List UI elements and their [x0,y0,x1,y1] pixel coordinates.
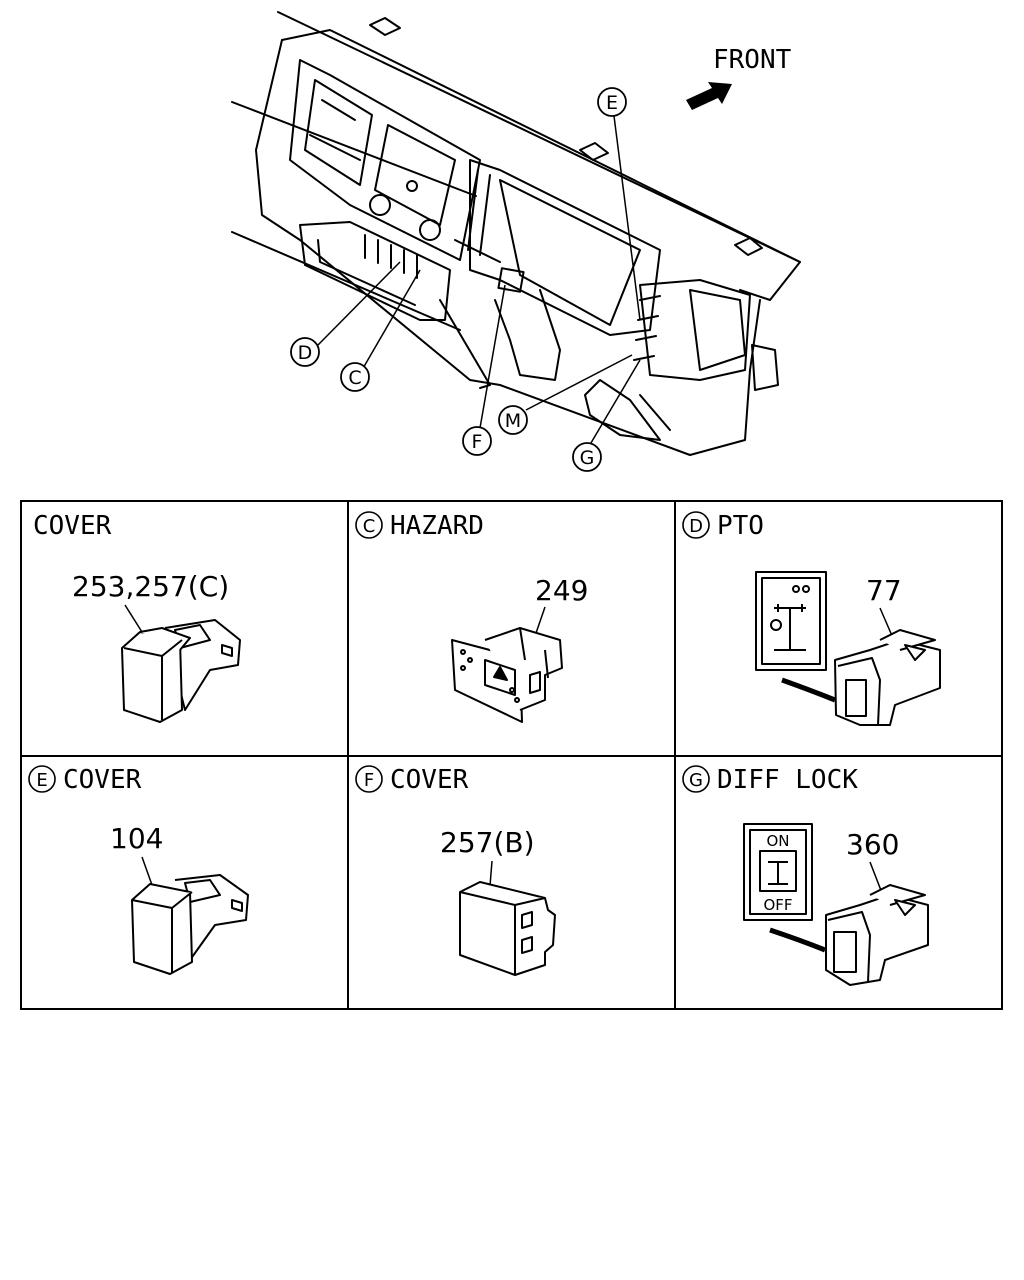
diff-lock-on-label: ON [766,832,789,850]
panel-f-cover-title: COVER [390,765,469,795]
panel-f-letter: F [364,770,374,791]
panel-diff-lock-title: DIFF LOCK [717,765,858,795]
panel-d-letter: D [689,516,703,537]
callout-f: F [472,431,483,453]
part-number-diff-lock: 360 [846,828,899,861]
panel-hazard-title: HAZARD [390,511,484,541]
part-number-e-cover: 104 [110,822,163,855]
part-number-cover: 253,257(C) [72,570,229,603]
panel-cover-title: COVER [33,511,112,541]
diff-lock-off-label: OFF [763,896,792,914]
callout-g: G [580,447,595,469]
part-number-f-cover: 257(B) [440,826,535,859]
cover-257b-drawing [459,881,556,976]
panel-g-letter: G [689,770,703,791]
panel-pto-title: PTO [717,511,764,541]
dashboard-overview-drawing: FRONT D C F M G E [231,11,801,472]
panel-c-letter: C [363,516,376,537]
panel-e-cover-title: COVER [63,765,142,795]
callout-m: M [505,410,521,432]
front-label: FRONT [713,45,792,75]
cover-253-switch-drawing [121,619,241,723]
part-number-pto: 77 [866,574,902,607]
callout-d: D [298,342,313,364]
cover-104-switch-drawing [131,874,249,975]
pto-switch-77-drawing [755,571,941,726]
callout-c: C [348,367,361,389]
diff-lock-switch-360-drawing [743,823,929,986]
hazard-switch-249-drawing [451,627,563,723]
front-arrow-icon [686,82,732,110]
panel-e-letter: E [36,770,47,791]
callout-e: E [606,92,618,114]
part-number-hazard: 249 [535,574,588,607]
